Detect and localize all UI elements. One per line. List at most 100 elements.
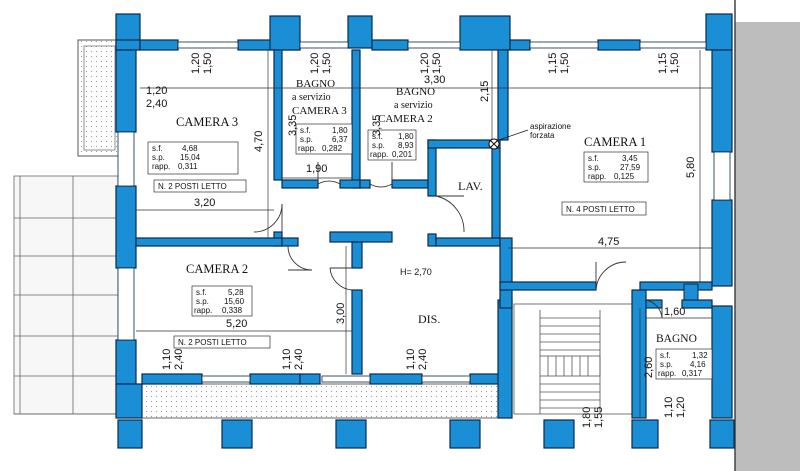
- dim-win-b1: 1,10: [281, 349, 293, 370]
- doors: [253, 162, 663, 319]
- lav-label: LAV.: [458, 179, 483, 193]
- dim-520: 5,20: [226, 318, 247, 330]
- dim-top-2b: 1,50: [321, 53, 333, 74]
- camera3-rapp-value: 0,311: [178, 162, 198, 171]
- bagno-sp-label: s.p.: [660, 360, 673, 369]
- camera1-sp-value: 27,59: [620, 163, 641, 172]
- bagno-name: BAGNO: [656, 333, 697, 345]
- dim-190: 1,90: [306, 163, 327, 175]
- dim-335-b: 3,35: [371, 115, 383, 136]
- dim-335-a: 3,35: [287, 115, 299, 136]
- camera1-sf-label: s.f.: [588, 154, 599, 163]
- bagno2-sp-value: 8,93: [398, 141, 414, 150]
- bagno-info-box: [655, 348, 713, 380]
- bagno-sf-label: s.f.: [660, 351, 671, 360]
- camera2-beds: N. 2 POSTI LETTO: [178, 338, 247, 347]
- camera3-beds: N. 2 POSTI LETTO: [158, 182, 227, 191]
- camera3-sf-label: s.f.: [152, 144, 163, 153]
- bagno3-rapp-label: rapp.: [298, 144, 316, 153]
- camera2-rapp-value: 0,338: [222, 306, 243, 315]
- bagno2-rapp-label: rapp.: [370, 150, 388, 159]
- bagno-rapp-label: rapp.: [658, 369, 676, 378]
- bagno3-sub: a servizio: [292, 92, 331, 103]
- dim-300: 3,00: [335, 303, 347, 324]
- bottom-terrace: [133, 383, 500, 419]
- dim-top-3a: 1,20: [419, 53, 431, 74]
- dim-top-4a: 1,15: [547, 53, 559, 74]
- dim-top-1a: 1,20: [190, 53, 202, 74]
- dim-475: 4,75: [598, 236, 619, 248]
- camera3-name: CAMERA 3: [176, 115, 238, 129]
- camera3-beds-box: [153, 179, 247, 193]
- dim-balcony-a: 1,20: [146, 85, 167, 97]
- dim-top-5a: 1,15: [657, 53, 669, 74]
- bagno-sp-value: 4,16: [690, 360, 706, 369]
- dim-win-e1: 1,10: [663, 397, 675, 418]
- bagno2-info-box: [367, 129, 417, 161]
- forzata-label: forzata: [530, 131, 555, 140]
- dim-top-3b: 1,50: [431, 53, 443, 74]
- dim-win-c1: 1,10: [405, 349, 417, 370]
- bagno-sf-value: 1,32: [692, 351, 708, 360]
- dim-win-d1: 1,80: [581, 407, 593, 428]
- dim-470: 4,70: [253, 131, 265, 152]
- bagno3-rapp-value: 0,282: [322, 144, 343, 153]
- bagno3-name: BAGNO: [296, 78, 335, 90]
- camera3-info-box: [147, 141, 239, 175]
- bagno3-sf-value: 1,80: [332, 126, 348, 135]
- top-balcony: [77, 39, 122, 157]
- bagno2-rapp-value: 0,201: [392, 150, 413, 159]
- dim-320: 3,20: [194, 197, 215, 209]
- walls: [115, 13, 735, 449]
- camera2-sp-value: 15,60: [224, 297, 245, 306]
- dim-win-c2: 2,40: [417, 349, 429, 370]
- camera3-sf-value: 4,68: [182, 144, 198, 153]
- dim-330: 3,30: [424, 74, 445, 86]
- dis-label: DIS.: [418, 312, 440, 326]
- dim-top-1b: 1,50: [202, 53, 214, 74]
- ventilation-icon: [488, 129, 529, 150]
- camera1-sp-label: s.p.: [588, 163, 601, 172]
- dim-160: 1,60: [664, 306, 685, 318]
- camera1-beds-box: [561, 201, 647, 216]
- camera1-rapp-label: rapp.: [588, 172, 606, 181]
- bagno3-of: CAMERA 3: [292, 105, 347, 117]
- windows: [117, 41, 731, 383]
- bagno3-sf-label: s.f.: [300, 126, 311, 135]
- bagno3-info-box: [295, 123, 353, 155]
- dim-balcony-b: 2,40: [146, 98, 167, 110]
- camera2-name: CAMERA 2: [186, 262, 248, 276]
- camera1-rapp-value: 0,125: [614, 172, 635, 181]
- camera2-sp-label: s.p.: [196, 297, 209, 306]
- bagno2-name: BAGNO: [396, 86, 435, 98]
- dim-win-a2: 2,40: [173, 349, 185, 370]
- camera2-sf-value: 5,28: [228, 288, 244, 297]
- dimension-lines: [136, 50, 712, 418]
- height-label: H= 2,70: [400, 267, 432, 277]
- camera3-sp-label: s.p.: [152, 153, 165, 162]
- camera3-rapp-label: rapp.: [152, 162, 170, 171]
- camera1-sf-value: 3,45: [622, 154, 638, 163]
- camera2-beds-box: [173, 335, 271, 349]
- dim-580: 5,80: [685, 157, 697, 178]
- bagno3-sp-value: 6,37: [332, 135, 348, 144]
- camera1-name: CAMERA 1: [584, 135, 646, 149]
- camera3-sp-value: 15,04: [180, 153, 201, 162]
- stairwell: [513, 303, 633, 415]
- bagno2-sub: a servizio: [394, 100, 433, 111]
- camera1-beds: N. 4 POSTI LETTO: [566, 205, 635, 214]
- bagno2-sp-label: s.p.: [372, 141, 385, 150]
- dim-top-2a: 1,20: [309, 53, 321, 74]
- camera2-info-box: [191, 285, 253, 317]
- bagno2-of: CAMERA 2: [378, 113, 433, 125]
- dim-215: 2,15: [479, 81, 491, 102]
- dim-win-e2: 1,20: [675, 397, 687, 418]
- neighbour-building: [735, 22, 800, 471]
- dim-win-b2: 2,40: [293, 349, 305, 370]
- dim-top-4b: 1,50: [559, 53, 571, 74]
- camera2-sf-label: s.f.: [196, 288, 207, 297]
- bagno2-sf-value: 1,80: [398, 132, 414, 141]
- dim-260: 2,60: [643, 357, 655, 378]
- aspirazione-label: aspirazione: [530, 122, 571, 131]
- bagno3-sp-label: s.p.: [300, 135, 313, 144]
